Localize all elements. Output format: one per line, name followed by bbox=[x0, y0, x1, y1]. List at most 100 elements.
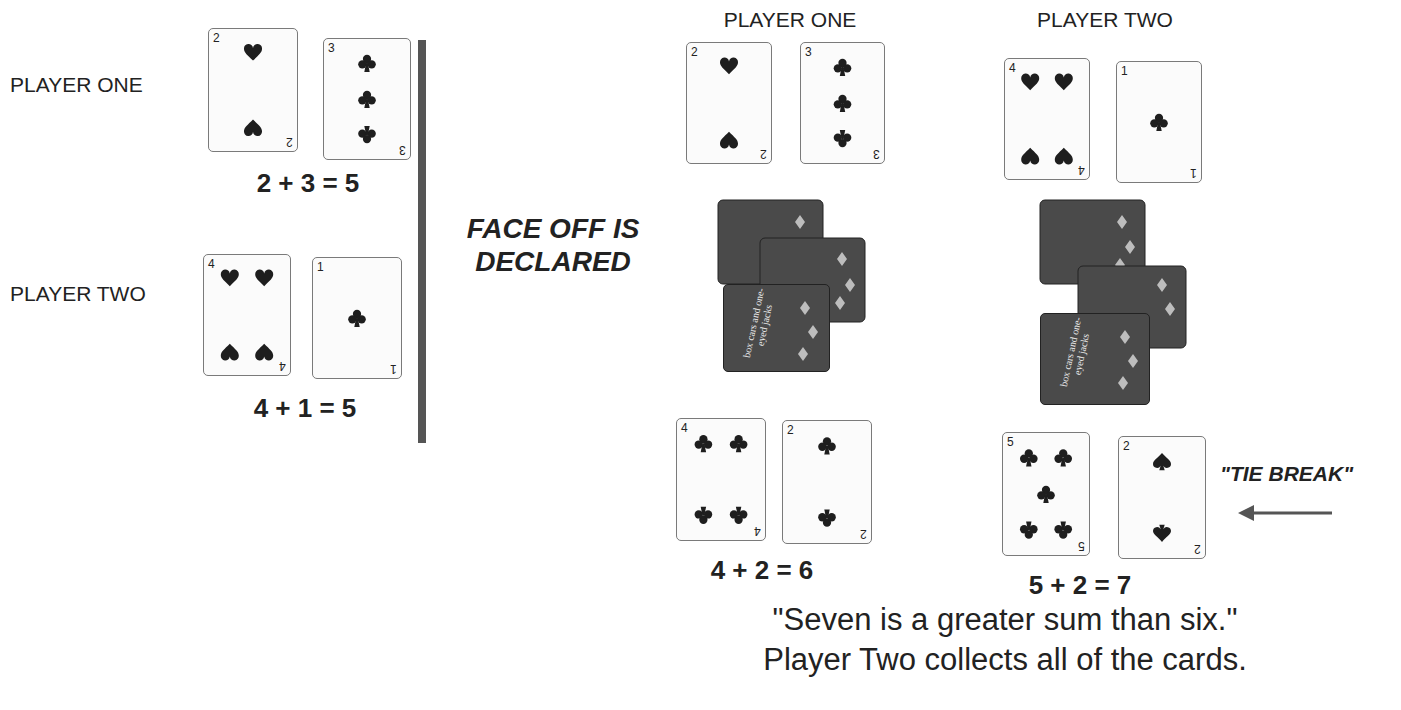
card-rank: 1 bbox=[317, 261, 324, 274]
sum-equation: 2 + 3 = 5 bbox=[218, 168, 398, 199]
player-heading: PLAYER ONE bbox=[10, 73, 200, 98]
heart-pip bbox=[720, 58, 738, 75]
card-back-text: box cars and one-eyed jacks bbox=[1058, 315, 1094, 390]
pip-part bbox=[730, 510, 738, 518]
card-rank: 2 bbox=[286, 135, 293, 148]
pip-part bbox=[834, 64, 842, 72]
pip-part bbox=[364, 63, 369, 72]
pip-part bbox=[704, 510, 712, 518]
heart-pip bbox=[221, 270, 239, 287]
card-pips bbox=[783, 421, 873, 545]
back-diamond bbox=[1120, 330, 1130, 344]
pip-part bbox=[1020, 455, 1028, 463]
heart-pip bbox=[1055, 74, 1073, 91]
card-rank: 3 bbox=[328, 42, 335, 55]
pip-part bbox=[720, 132, 738, 149]
pip-part bbox=[695, 440, 703, 448]
pip-part bbox=[730, 440, 738, 448]
back-diamond bbox=[1118, 376, 1128, 390]
pip-part bbox=[1054, 455, 1062, 463]
pip-part bbox=[828, 513, 836, 521]
pip-part bbox=[358, 60, 366, 68]
pip-part bbox=[840, 103, 845, 112]
pip-part bbox=[1055, 74, 1073, 91]
card-rank: 5 bbox=[1007, 436, 1014, 449]
pip-part bbox=[1026, 457, 1031, 466]
card-rank: 2 bbox=[787, 424, 794, 437]
club-pip bbox=[1054, 522, 1072, 539]
pip-part bbox=[834, 134, 842, 142]
playing-card: 44 bbox=[676, 418, 766, 541]
pip-part bbox=[695, 510, 703, 518]
heart-pip bbox=[1021, 148, 1039, 165]
card-rank: 3 bbox=[805, 46, 812, 59]
club-pip bbox=[834, 130, 852, 147]
heart-pip bbox=[221, 344, 239, 361]
card-back: box cars and one-eyed jacks bbox=[723, 284, 830, 372]
playing-card: 33 bbox=[323, 38, 411, 160]
pip-part bbox=[364, 126, 369, 135]
card-rank: 5 bbox=[1078, 539, 1085, 552]
card-pips bbox=[324, 39, 412, 161]
pip-part bbox=[1150, 119, 1158, 127]
pip-part bbox=[1160, 119, 1168, 127]
pip-part bbox=[701, 443, 706, 452]
club-pip bbox=[730, 435, 748, 452]
club-pip bbox=[1020, 449, 1038, 466]
card-rank: 3 bbox=[873, 147, 880, 160]
club-pip bbox=[818, 510, 836, 527]
pip-part bbox=[354, 318, 359, 327]
card-rank: 1 bbox=[1121, 65, 1128, 78]
card-rank: 2 bbox=[760, 147, 767, 160]
back-diamonds bbox=[1115, 215, 1135, 272]
pip-part bbox=[1064, 455, 1072, 463]
heart-pip bbox=[720, 132, 738, 149]
back-diamond bbox=[808, 325, 818, 339]
pip-part bbox=[1026, 522, 1031, 531]
back-pattern bbox=[724, 285, 831, 373]
heart-pip bbox=[255, 344, 273, 361]
heart-pip bbox=[255, 270, 273, 287]
card-pips bbox=[209, 29, 299, 153]
player-heading: PLAYER TWO bbox=[1000, 8, 1210, 33]
pip-part bbox=[818, 443, 826, 451]
card-rank: 2 bbox=[1194, 542, 1201, 555]
pip-part bbox=[1021, 148, 1039, 165]
heart-pip bbox=[244, 119, 262, 136]
playing-card: 44 bbox=[1004, 58, 1090, 180]
back-diamonds bbox=[1157, 278, 1175, 316]
pip-part bbox=[358, 130, 366, 138]
playing-card: 11 bbox=[312, 257, 402, 379]
pip-part bbox=[1153, 453, 1171, 470]
pointer-arrow bbox=[1250, 512, 1332, 515]
playing-card: 22 bbox=[686, 42, 772, 164]
card-rank: 4 bbox=[754, 524, 761, 537]
club-pip bbox=[695, 435, 713, 452]
pip-part bbox=[843, 64, 851, 72]
card-rank: 2 bbox=[691, 46, 698, 59]
pip-part bbox=[368, 96, 376, 104]
heart-pip bbox=[1021, 74, 1039, 91]
pip-part bbox=[221, 270, 239, 287]
pip-part bbox=[1061, 522, 1066, 531]
sum-equation: 5 + 2 = 7 bbox=[990, 570, 1170, 601]
pip-part bbox=[1047, 491, 1055, 499]
card-pips bbox=[204, 255, 292, 377]
pip-part bbox=[1055, 148, 1073, 165]
pip-part bbox=[736, 443, 741, 452]
heart-pip bbox=[1055, 148, 1073, 165]
card-rank: 4 bbox=[279, 359, 286, 372]
sum-equation: 4 + 2 = 6 bbox=[672, 555, 852, 586]
pip-part bbox=[1043, 494, 1048, 503]
pip-part bbox=[221, 344, 239, 361]
pip-part bbox=[1020, 525, 1028, 533]
card-pips bbox=[801, 43, 886, 165]
pip-part bbox=[736, 507, 741, 516]
pip-part bbox=[1029, 525, 1037, 533]
heart-pip bbox=[244, 44, 262, 61]
club-pip bbox=[348, 310, 366, 327]
card-rank: 3 bbox=[399, 143, 406, 156]
back-diamond bbox=[800, 301, 810, 315]
club-pip bbox=[358, 55, 376, 72]
pip-part bbox=[818, 513, 826, 521]
